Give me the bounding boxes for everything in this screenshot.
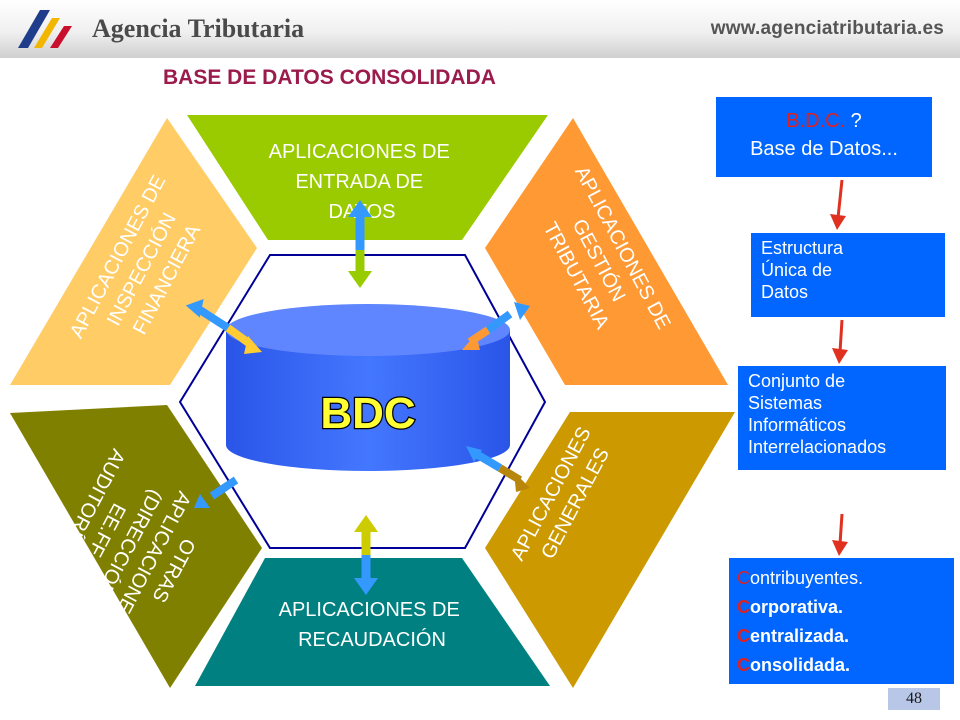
website-url[interactable]: www.agenciatributaria.es — [710, 18, 944, 39]
systems-box: Conjunto de Sistemas Informáticos Interr… — [738, 366, 946, 470]
segment-inspeccion-financiera[interactable] — [10, 118, 257, 385]
systems-line: Sistemas — [748, 393, 823, 413]
page-title: BASE DE DATOS CONSOLIDADA — [163, 66, 496, 89]
page-number: 48 — [888, 688, 940, 710]
attribute-item: Contribuyentes. — [737, 568, 864, 588]
arrow-recaudacion-icon — [354, 515, 378, 595]
systems-line: Conjunto de — [748, 371, 846, 391]
label-entrada-line: ENTRADA DE — [295, 171, 423, 193]
arrow-gestion-icon — [462, 302, 530, 350]
segment-entrada-datos[interactable] — [187, 115, 548, 240]
structure-line: Datos — [761, 282, 809, 302]
label-recaudacion-line: APLICACIONES DE — [279, 599, 460, 621]
structure-box: Estructura Única de Datos — [751, 233, 945, 317]
arrow-otras-icon — [194, 476, 239, 508]
bdc-abbreviation: B.D.C. — [786, 110, 846, 132]
header-bar: Agencia Tributaria www.agenciatributaria… — [0, 0, 960, 58]
structure-line: Estructura — [761, 238, 844, 258]
attribute-item: Centralizada. — [737, 626, 850, 646]
label-entrada-line: APLICACIONES DE — [269, 141, 450, 163]
agency-logo-icon — [18, 10, 72, 48]
connector-arrow-icon — [832, 513, 848, 556]
systems-line: Interrelacionados — [748, 437, 887, 457]
label-recaudacion: APLICACIONES DE RECAUDACIÓN — [279, 599, 466, 651]
label-recaudacion-line: RECAUDACIÓN — [298, 628, 446, 651]
segment-otras-aplicaciones[interactable] — [10, 405, 262, 688]
hexagon-frame — [178, 254, 547, 549]
base-de-datos-text: Base de Datos... — [750, 138, 898, 160]
connector-arrow-icon — [830, 179, 846, 230]
attribute-item: Consolidada. — [737, 655, 851, 675]
question-box: B.D.C. ? Base de Datos... — [716, 97, 932, 177]
systems-line: Informáticos — [748, 415, 847, 435]
segment-aplicaciones-generales[interactable] — [485, 412, 735, 688]
attributes-box: Contribuyentes. Corporativa. Centralizad… — [729, 558, 954, 684]
segment-gestion-tributaria[interactable] — [485, 118, 728, 385]
arrow-inspeccion-icon — [185, 299, 262, 354]
segment-recaudacion[interactable] — [195, 558, 550, 686]
arrow-generales-icon — [466, 446, 530, 492]
connector-arrow-icon — [832, 319, 848, 364]
bdc-center-label: BDC — [320, 389, 415, 438]
attribute-item: Corporativa. — [737, 597, 844, 617]
bdc-database-cylinder — [226, 304, 510, 471]
brand-name: Agencia Tributaria — [92, 14, 305, 43]
question-mark: ? — [845, 110, 862, 132]
arrow-entrada-icon — [348, 200, 372, 288]
structure-line: Única de — [761, 260, 833, 280]
